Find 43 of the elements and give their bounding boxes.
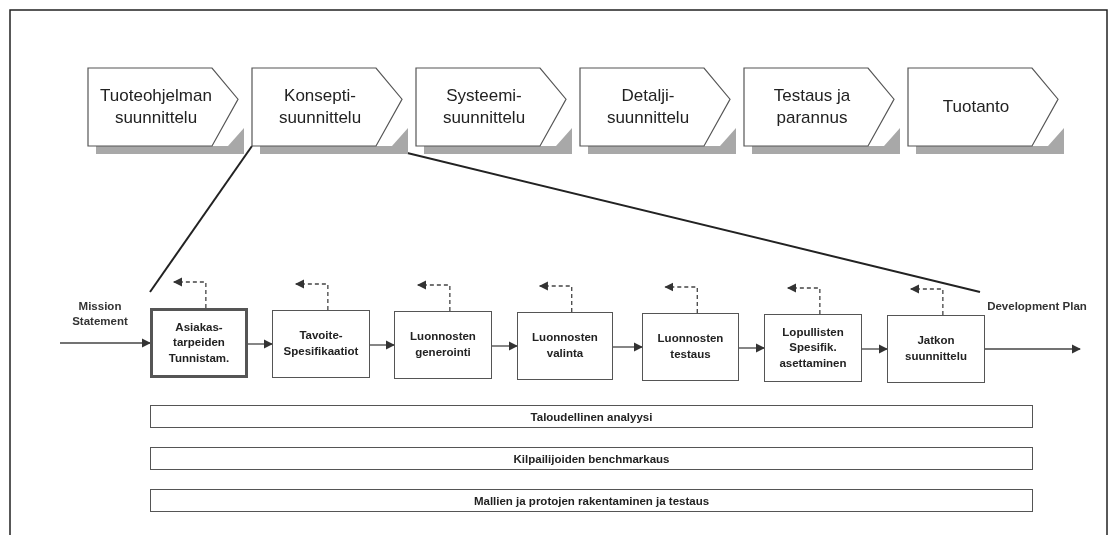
- feedback-arrow: [172, 277, 207, 309]
- arrow: [612, 342, 643, 352]
- arrow: [984, 344, 1081, 354]
- arrow: [369, 340, 395, 350]
- arrow: [491, 341, 518, 351]
- feedback-arrow: [294, 279, 329, 311]
- feedback-arrow: [786, 283, 821, 315]
- feedback-arrow: [538, 281, 573, 313]
- process-box: [394, 311, 492, 379]
- arrow: [59, 338, 151, 348]
- node-label: Luonnosten generointi: [409, 329, 477, 360]
- activity-bar: [150, 447, 1033, 470]
- edge-label: Development Plan: [987, 299, 1087, 314]
- node-label: Tuotanto: [942, 95, 1010, 118]
- arrow: [247, 339, 273, 349]
- node-label: Tuoteohjelman suunnittelu: [99, 84, 213, 129]
- activity-bar: [150, 489, 1033, 512]
- node-label: Konsepti- suunnittelu: [277, 84, 363, 129]
- process-box: [150, 308, 248, 378]
- node-label: Testaus ja parannus: [772, 84, 852, 129]
- node-label: Systeemi- suunnittelu: [441, 84, 527, 129]
- feedback-arrow: [416, 280, 451, 312]
- edge-label: Mission Statement: [71, 299, 129, 329]
- feedback-arrow: [909, 284, 944, 316]
- process-box: [517, 312, 613, 380]
- process-box: [764, 314, 862, 382]
- node-label: Mallien ja protojen rakentaminen ja testaus: [473, 494, 710, 507]
- node-label: Taloudellinen analyysi: [530, 410, 653, 423]
- feedback-arrow: [664, 282, 698, 314]
- node-label: Jatkon suunnittelu: [904, 333, 968, 364]
- activity-bar: [150, 405, 1033, 428]
- arrow: [861, 344, 888, 354]
- node-label: Lopullisten Spesifik. asettaminen: [778, 324, 848, 371]
- node-label: Asiakas- tarpeiden Tunnistam.: [167, 319, 231, 366]
- node-label: Detalji- suunnittelu: [605, 84, 691, 129]
- node-label: Luonnosten testaus: [656, 331, 725, 362]
- node-label: Kilpailijoiden benchmarkaus: [513, 452, 670, 465]
- process-box: [272, 310, 370, 378]
- node-label: Luonnosten valinta: [531, 330, 599, 361]
- process-box: [887, 315, 985, 383]
- process-box: [642, 313, 739, 381]
- arrow: [738, 343, 765, 353]
- node-label: Tavoite- Spesifikaatiot: [282, 328, 360, 359]
